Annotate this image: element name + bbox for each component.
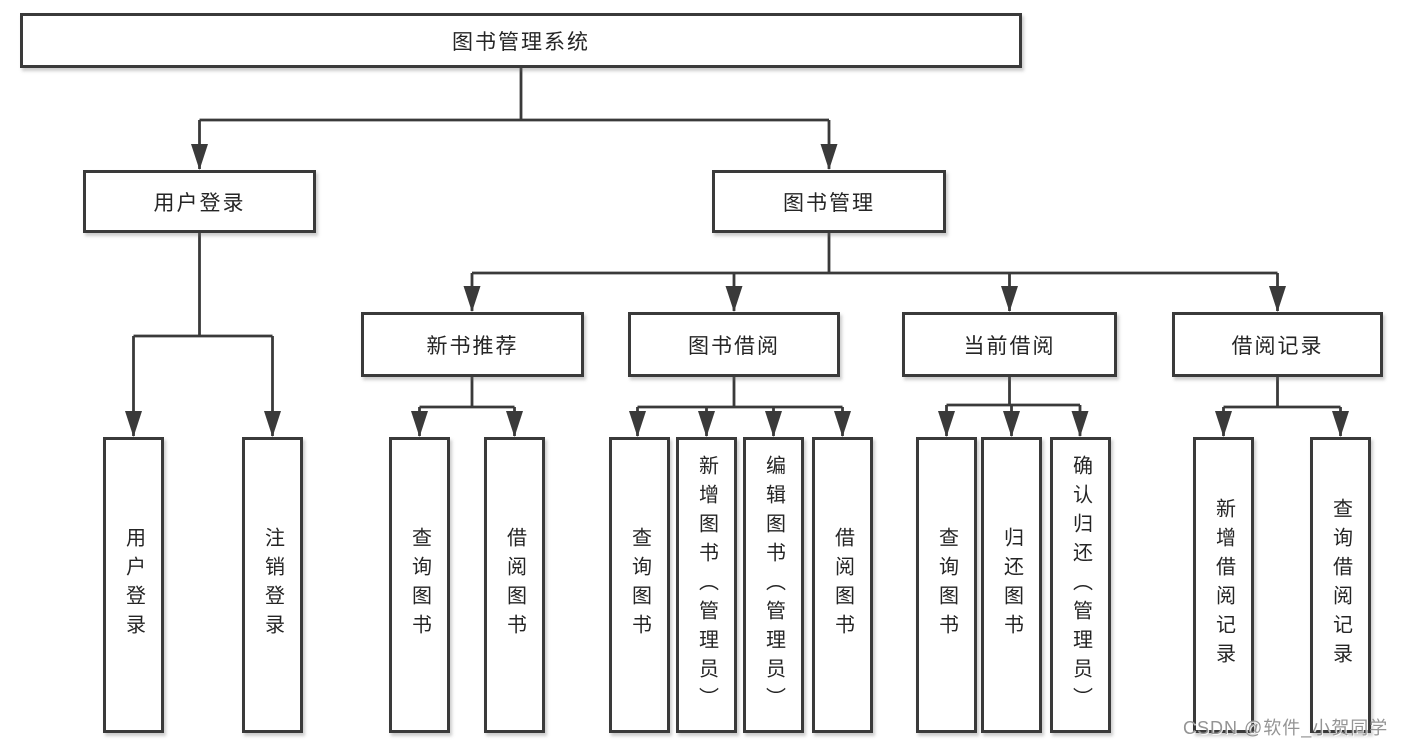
leaf-query-books-3: 查询图书 — [916, 437, 977, 733]
leaf-query-books-1: 查询图书 — [389, 437, 450, 733]
leaf-add-book-admin: 新增图书（管理员） — [676, 437, 737, 733]
node-label: 当前借阅 — [963, 334, 1056, 358]
leaf-label: 归还图书 — [1000, 527, 1023, 643]
node-root-library-management-system: 图书管理系统 — [20, 13, 1022, 68]
leaf-label: 确认归还（管理员） — [1069, 454, 1092, 716]
node-book-borrowing: 图书借阅 — [628, 312, 840, 377]
leaf-label: 查询图书 — [935, 527, 958, 643]
leaf-edit-book-admin: 编辑图书（管理员） — [743, 437, 804, 733]
leaf-user-login: 用户登录 — [103, 437, 164, 733]
leaf-label: 借阅图书 — [831, 527, 854, 643]
leaf-label: 借阅图书 — [503, 527, 526, 643]
node-label: 新书推荐 — [426, 334, 519, 358]
leaf-label: 注销登录 — [261, 527, 284, 643]
leaf-add-borrow-record: 新增借阅记录 — [1193, 437, 1254, 733]
leaf-query-borrow-record: 查询借阅记录 — [1310, 437, 1371, 733]
leaf-return-book: 归还图书 — [981, 437, 1042, 733]
node-label: 用户登录 — [153, 191, 246, 215]
leaf-label: 编辑图书（管理员） — [762, 454, 785, 716]
node-borrowing-records: 借阅记录 — [1172, 312, 1383, 377]
csdn-watermark: CSDN @软件_小贺同学 — [1183, 718, 1389, 738]
leaf-label: 查询图书 — [628, 527, 651, 643]
leaf-label: 新增借阅记录 — [1212, 498, 1235, 672]
leaf-label: 用户登录 — [122, 527, 145, 643]
leaf-borrow-books-1: 借阅图书 — [484, 437, 545, 733]
node-label: 图书借阅 — [688, 334, 780, 358]
node-label: 图书管理系统 — [452, 30, 590, 54]
node-label: 借阅记录 — [1231, 334, 1324, 358]
node-new-book-recommend: 新书推荐 — [361, 312, 584, 377]
leaf-query-books-2: 查询图书 — [609, 437, 670, 733]
leaf-label: 查询图书 — [408, 527, 431, 643]
leaf-label: 新增图书（管理员） — [695, 454, 718, 716]
node-current-borrowing: 当前借阅 — [902, 312, 1117, 377]
leaf-logout: 注销登录 — [242, 437, 303, 733]
leaf-borrow-books-2: 借阅图书 — [812, 437, 873, 733]
node-book-management: 图书管理 — [712, 170, 946, 233]
node-user-login: 用户登录 — [83, 170, 316, 233]
leaf-label: 查询借阅记录 — [1329, 498, 1352, 672]
node-label: 图书管理 — [783, 191, 875, 215]
leaf-confirm-return-admin: 确认归还（管理员） — [1050, 437, 1111, 733]
